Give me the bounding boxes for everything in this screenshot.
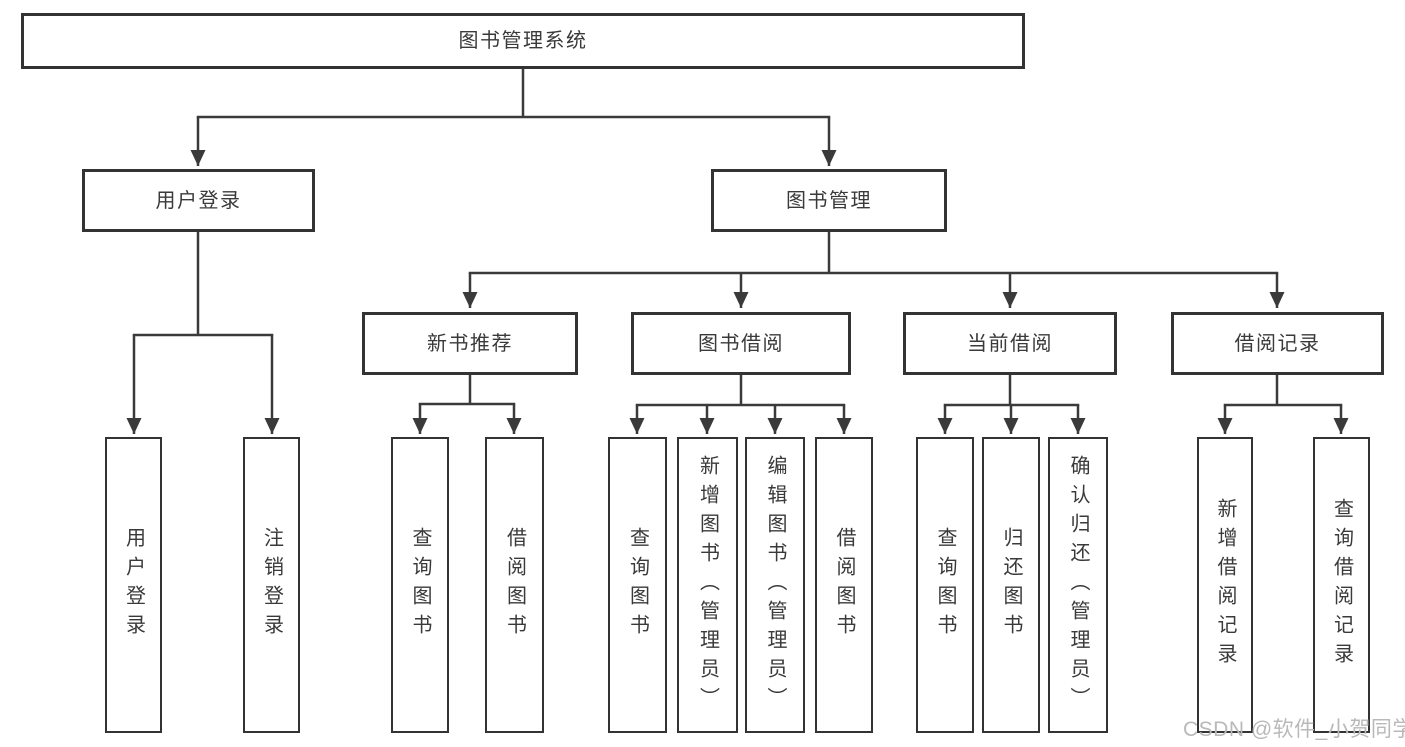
leaf-edit-books-admin: 编辑图书（管理员） bbox=[745, 437, 805, 733]
leaf-add-books-admin: 新增图书（管理员） bbox=[677, 437, 738, 733]
leaf-add-books-admin-label: 新增图书（管理员） bbox=[696, 454, 719, 716]
leaf-add-borrow-record-label: 新增借阅记录 bbox=[1214, 498, 1236, 672]
leaf-query-books-1-label: 查询图书 bbox=[409, 527, 431, 643]
node-book-borrowing: 图书借阅 bbox=[631, 312, 851, 375]
node-borrowing-records: 借阅记录 bbox=[1171, 312, 1384, 375]
leaf-edit-books-admin-label: 编辑图书（管理员） bbox=[764, 454, 786, 716]
leaf-query-books-3: 查询图书 bbox=[916, 437, 974, 733]
node-book-management: 图书管理 bbox=[711, 169, 947, 232]
node-new-book-recommendation: 新书推荐 bbox=[362, 312, 578, 375]
leaf-return-books-label: 归还图书 bbox=[1000, 527, 1022, 643]
node-book-borrowing-label: 图书借阅 bbox=[698, 332, 784, 355]
node-user-login: 用户登录 bbox=[82, 169, 315, 232]
leaf-query-borrow-record-label: 查询借阅记录 bbox=[1330, 498, 1353, 672]
node-current-borrowing-label: 当前借阅 bbox=[967, 332, 1053, 355]
node-current-borrowing: 当前借阅 bbox=[903, 312, 1117, 375]
leaf-query-borrow-record: 查询借阅记录 bbox=[1313, 437, 1370, 733]
node-root-label: 图书管理系统 bbox=[458, 30, 588, 52]
leaf-add-borrow-record: 新增借阅记录 bbox=[1197, 437, 1253, 733]
leaf-borrow-books-1: 借阅图书 bbox=[485, 437, 544, 733]
node-book-management-label: 图书管理 bbox=[786, 189, 872, 212]
leaf-query-books-1: 查询图书 bbox=[391, 437, 449, 733]
node-root: 图书管理系统 bbox=[21, 13, 1025, 69]
leaf-borrow-books-1-label: 借阅图书 bbox=[503, 527, 526, 643]
leaf-confirm-return-admin-label: 确认归还（管理员） bbox=[1067, 454, 1089, 716]
node-new-book-recommendation-label: 新书推荐 bbox=[427, 332, 513, 355]
leaf-return-books: 归还图书 bbox=[982, 437, 1040, 733]
leaf-query-books-2: 查询图书 bbox=[608, 437, 667, 733]
leaf-query-books-2-label: 查询图书 bbox=[626, 527, 649, 643]
leaf-borrow-books-2-label: 借阅图书 bbox=[833, 527, 855, 643]
leaf-confirm-return-admin: 确认归还（管理员） bbox=[1048, 437, 1108, 733]
leaf-user-login-label: 用户登录 bbox=[122, 527, 145, 643]
leaf-logout: 注销登录 bbox=[243, 437, 300, 733]
node-user-login-label: 用户登录 bbox=[155, 189, 242, 212]
watermark: CSDN @软件_小贺同学 bbox=[1183, 718, 1405, 741]
leaf-logout-label: 注销登录 bbox=[260, 527, 283, 643]
leaf-user-login: 用户登录 bbox=[105, 437, 162, 733]
leaf-query-books-3-label: 查询图书 bbox=[934, 527, 956, 643]
node-borrowing-records-label: 借阅记录 bbox=[1234, 332, 1321, 355]
leaf-borrow-books-2: 借阅图书 bbox=[815, 437, 873, 733]
